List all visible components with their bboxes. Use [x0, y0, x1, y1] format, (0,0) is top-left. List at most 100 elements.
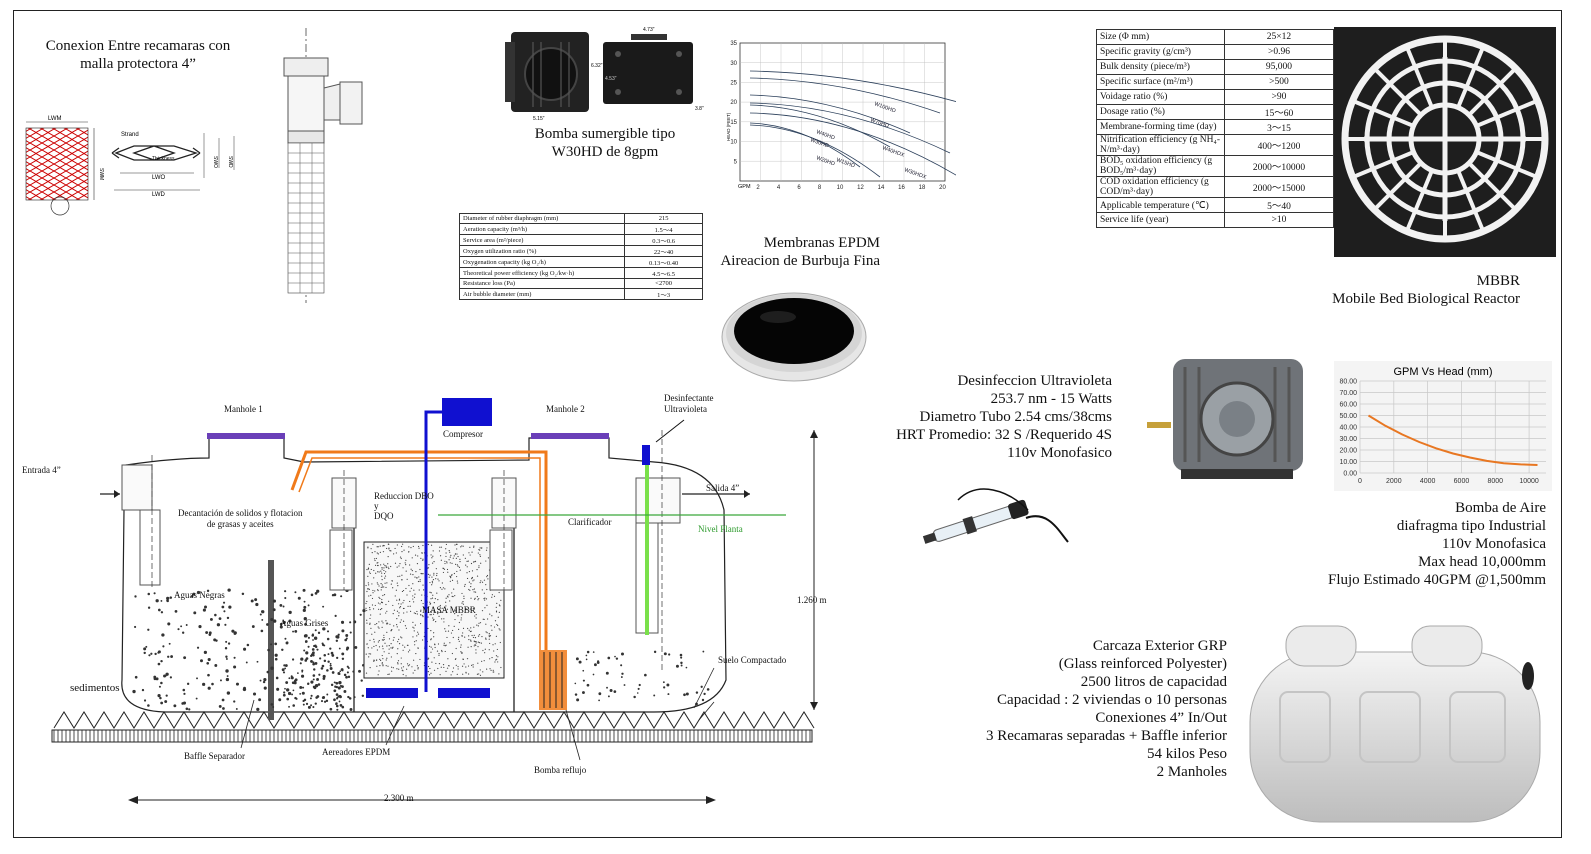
manhole2-lid	[531, 433, 609, 439]
mesh-caption: Conexion Entre recamaras con malla prote…	[45, 38, 231, 72]
mbbr-value: >90	[1223, 89, 1335, 105]
bomba-reflujo-label: Bomba reflujo	[534, 765, 587, 775]
mbbr-value: 15～60	[1223, 104, 1335, 120]
epdm-row: Oxygen utilization ratio (%)22～40	[458, 245, 703, 257]
pump-dim-top: 4.73”	[643, 27, 655, 33]
gpm-y-tick: 0.00	[1343, 471, 1357, 478]
mesh-swm-label: SWM	[98, 168, 104, 180]
pump-dim-side: 6.32”	[591, 63, 603, 69]
epdm-caption: Membranas EPDM Aireacion de Burbuja Fina	[720, 235, 880, 269]
gpm-series-line	[1367, 414, 1538, 466]
uv-caption: Desinfeccion Ultravioleta 253.7 nm - 15 …	[896, 373, 1112, 461]
compresor-label: Compresor	[443, 429, 483, 439]
sedimentos-label: sedimentos	[70, 682, 120, 694]
pc-y-tick: 20	[730, 100, 737, 106]
grp-tank-image	[1249, 625, 1541, 823]
gpm-y-tick: 80.00	[1339, 379, 1357, 386]
epdm-value: 4.5～6.5	[624, 267, 703, 279]
epdm-value: <2700	[624, 278, 703, 289]
epdm-diffuser-image	[721, 292, 867, 382]
mbbr-param: Service life (year)	[1096, 212, 1225, 228]
pc-y-tick: 25	[730, 81, 737, 87]
pc-y-tick: 30	[730, 61, 737, 67]
reflux-pump	[539, 650, 567, 710]
mbbr-value: 5～40	[1223, 197, 1335, 213]
mbbr-param: Specific surface (m²/m³)	[1096, 74, 1225, 90]
epdm-param: Air bubble diameter (mm)	[458, 288, 626, 300]
air-pump-caption: Bomba de Aire diafragma tipo Industrial …	[1328, 500, 1546, 588]
pc-x-tick: 10	[837, 185, 844, 191]
epdm-param: Oxygen utilization ratio (%)	[458, 245, 626, 257]
mbbr-param: Membrane-forming time (day)	[1096, 119, 1225, 135]
gpm-y-tick: 30.00	[1339, 436, 1357, 443]
gpm-y-tick: 60.00	[1339, 402, 1357, 409]
gpm-x-tick: 0	[1358, 478, 1362, 485]
pc-y-tick: 5	[734, 159, 738, 165]
pc-curve	[749, 102, 951, 154]
pc-y-tick: 35	[730, 41, 737, 47]
manhole2-label: Manhole 2	[546, 404, 585, 414]
mbbr-param: Nitrification efficiency (g NH₄-N/m³·day…	[1096, 134, 1225, 156]
pc-curve	[749, 70, 956, 103]
mbbr-param: Voidage ratio (%)	[1096, 89, 1225, 105]
mbbr-row: Voidage ratio (%)>90	[1096, 89, 1335, 105]
epdm-aerator-right	[438, 688, 490, 698]
pc-x-tick: 14	[878, 185, 885, 191]
mesh-swo-label: SWO	[212, 156, 218, 168]
mbbr-caption: MBBR Mobile Bed Biological Reactor	[1332, 273, 1520, 307]
epdm-row: Service area (m²/piece)0.3～0.6	[458, 234, 703, 246]
gpm-y-tick: 20.00	[1339, 448, 1357, 455]
mesh-thickness-label: Thickness	[152, 156, 175, 162]
epdm-row: Resistance loss (Pa)<2700	[458, 278, 703, 289]
gpm-vs-head-chart: GPM Vs Head (mm) 0.0010.0020.0030.0040.0…	[1334, 361, 1552, 491]
gpm-y-tick: 40.00	[1339, 425, 1357, 432]
epdm-value: 1.5～4	[624, 223, 703, 235]
mbbr-value: 2000～15000	[1223, 176, 1335, 198]
mbbr-value: >10	[1223, 212, 1335, 228]
mbbr-row: Specific surface (m²/m³)>500	[1096, 74, 1335, 90]
gpm-x-tick: 4000	[1420, 478, 1436, 485]
treatment-plant-cross-section	[51, 398, 818, 804]
baffle-label: Baffle Separador	[184, 751, 246, 761]
mbbr-value: >0.96	[1223, 44, 1335, 60]
pc-x-tick: 18	[919, 185, 926, 191]
pc-y-tick: 10	[730, 140, 737, 146]
pump-dim-depth: 3.8”	[695, 106, 704, 112]
pc-curve	[749, 112, 956, 176]
pipe-fitting-drawing	[283, 28, 363, 303]
mesh-strand-label: Strand	[121, 132, 139, 138]
nivel-planta-label: Nivel Planta	[698, 524, 743, 534]
uv-lamp-top	[642, 445, 650, 465]
gpm-x-tick: 6000	[1454, 478, 1470, 485]
mbbr-row: Nitrification efficiency (g NH₄-N/m³·day…	[1096, 134, 1335, 156]
pc-x-tick: 20	[939, 185, 946, 191]
epdm-param: Theoretical power efficiency (kg O₂/kw·h…	[458, 267, 626, 279]
manhole1-label: Manhole 1	[224, 404, 263, 414]
epdm-param: Resistance loss (Pa)	[458, 278, 626, 289]
pc-curve	[749, 77, 941, 114]
mbbr-media-image	[1334, 27, 1556, 257]
mbbr-row: Membrane-forming time (day)3～15	[1096, 119, 1335, 135]
mesh-swd-label: SWD	[227, 156, 233, 168]
epdm-aerator-left	[366, 688, 418, 698]
mesh-lwo-label: LWO	[152, 175, 166, 181]
epdm-row: Air bubble diameter (mm)1～3	[458, 288, 703, 300]
page-frame	[13, 10, 1562, 838]
mbbr-param: Bulk density (piece/m³)	[1096, 59, 1225, 75]
epdm-row: Aeration capacity (m³/h)1.5～4	[458, 223, 703, 235]
gpm-x-tick: 10000	[1519, 478, 1539, 485]
mbbr-param: COD oxidation efficiency (g COD/m³·day)	[1096, 176, 1225, 198]
mbbr-param: Size (Φ mm)	[1096, 29, 1225, 45]
gpm-x-tick: 8000	[1487, 478, 1503, 485]
expanded-mesh-drawing: LWM Strand Thickness SWO SWD SWM LWO LWD	[25, 116, 235, 216]
aguas-negras-label: Aguas Negras	[174, 590, 225, 600]
epdm-value: 215	[624, 213, 703, 224]
pump-dim-bottom: 5.15”	[533, 116, 545, 122]
pipe-grid	[287, 142, 325, 294]
